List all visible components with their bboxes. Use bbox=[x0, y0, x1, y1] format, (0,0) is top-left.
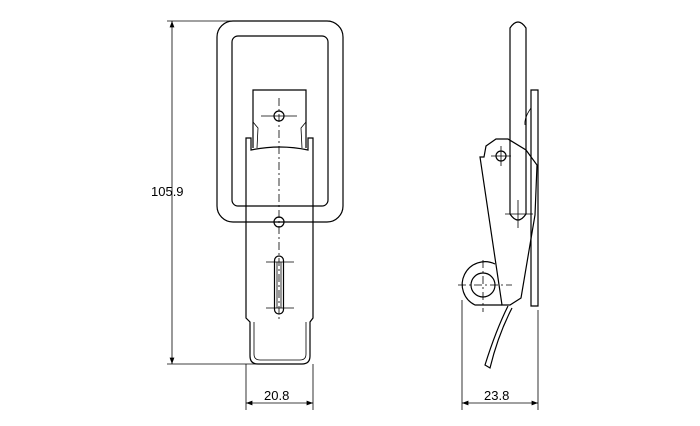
top-tab bbox=[252, 89, 307, 148]
depth-dimension-label: 23.8 bbox=[484, 388, 510, 403]
height-dimension-label: 105.9 bbox=[151, 184, 184, 199]
front-dimensions bbox=[167, 20, 330, 410]
side-view bbox=[458, 21, 539, 369]
hasp-pin bbox=[509, 21, 527, 221]
hinge-knuckle bbox=[461, 261, 502, 306]
front-view bbox=[216, 20, 344, 365]
inner-loop-frame bbox=[231, 35, 329, 207]
side-dimensions bbox=[461, 300, 539, 410]
latch-body bbox=[245, 137, 314, 365]
width-dimension-label: 20.8 bbox=[264, 388, 290, 403]
back-plate bbox=[530, 89, 539, 307]
lever-arm bbox=[479, 138, 538, 306]
spring-tail bbox=[484, 305, 513, 369]
